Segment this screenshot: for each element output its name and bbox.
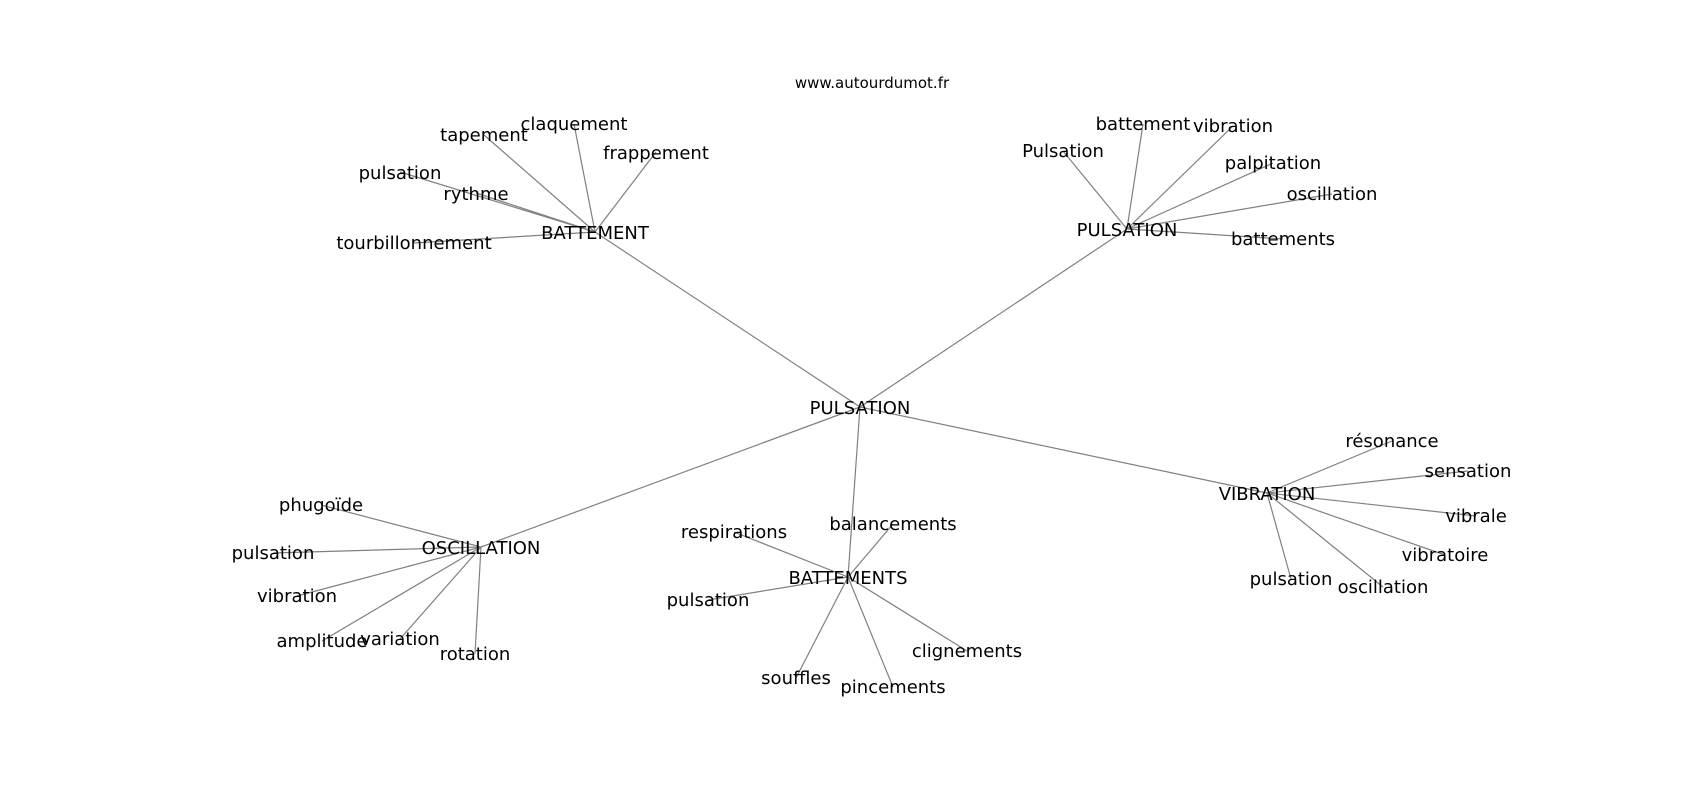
node-leaf[interactable]: souffles <box>761 668 831 689</box>
edge-center-to-cluster <box>859 406 1268 494</box>
node-cluster[interactable]: BATTEMENTS <box>788 568 907 589</box>
node-cluster[interactable]: BATTEMENT <box>541 223 650 244</box>
node-leaf[interactable]: vibrale <box>1445 506 1507 527</box>
edge-cluster-to-leaf <box>483 134 596 233</box>
node-leaf[interactable]: frappement <box>603 143 709 164</box>
edge-cluster-to-leaf <box>1266 440 1393 494</box>
node-leaf[interactable]: battement <box>1096 114 1191 135</box>
edge-center-to-cluster <box>480 406 861 548</box>
node-leaf[interactable]: pulsation <box>667 590 750 611</box>
edge-cluster-to-leaf <box>847 523 894 578</box>
edge-cluster-to-leaf <box>1126 162 1274 230</box>
node-leaf[interactable]: tapement <box>440 125 528 146</box>
edge-cluster-to-leaf <box>733 531 849 578</box>
edge-cluster-to-leaf <box>296 546 482 597</box>
node-center[interactable]: PULSATION <box>810 398 911 419</box>
node-leaf[interactable]: oscillation <box>1338 577 1429 598</box>
node-leaf[interactable]: rotation <box>440 644 511 665</box>
node-leaf[interactable]: tourbillonnement <box>336 233 491 254</box>
node-leaf[interactable]: rythme <box>443 184 508 205</box>
edge-center-to-cluster <box>859 228 1128 408</box>
edge-cluster-to-leaf <box>707 576 849 601</box>
node-leaf[interactable]: résonance <box>1345 431 1438 452</box>
edge-center-to-cluster <box>594 231 861 408</box>
node-leaf[interactable]: Pulsation <box>1022 141 1104 162</box>
node-leaf[interactable]: amplitude <box>277 631 368 652</box>
edge-cluster-to-leaf <box>847 576 968 652</box>
node-leaf[interactable]: oscillation <box>1287 184 1378 205</box>
edge-cluster-to-leaf <box>320 504 482 548</box>
node-leaf[interactable]: vibration <box>257 586 337 607</box>
node-leaf[interactable]: battements <box>1231 229 1335 250</box>
edge-cluster-to-leaf <box>272 546 482 554</box>
graph-edges <box>272 123 1477 688</box>
edge-cluster-to-leaf <box>399 546 482 640</box>
edge-center-to-cluster <box>847 406 861 578</box>
edge-cluster-to-leaf <box>413 231 596 244</box>
node-leaf[interactable]: palpitation <box>1225 153 1321 174</box>
node-leaf[interactable]: pulsation <box>359 163 442 184</box>
edge-cluster-to-leaf <box>1126 228 1284 240</box>
edge-cluster-to-leaf <box>1266 492 1292 580</box>
node-leaf[interactable]: pulsation <box>232 543 315 564</box>
node-cluster[interactable]: PULSATION <box>1077 220 1178 241</box>
node-leaf[interactable]: clignements <box>912 641 1022 662</box>
edge-cluster-to-leaf <box>1266 492 1477 517</box>
edge-cluster-to-leaf <box>475 192 596 233</box>
node-leaf[interactable]: respirations <box>681 522 787 543</box>
node-cluster[interactable]: VIBRATION <box>1219 484 1316 505</box>
edge-cluster-to-leaf <box>1126 123 1144 230</box>
node-leaf[interactable]: phugoïde <box>279 495 363 516</box>
edge-cluster-to-leaf <box>1126 125 1234 230</box>
edge-cluster-to-leaf <box>399 171 596 233</box>
node-leaf[interactable]: sensation <box>1425 461 1512 482</box>
node-leaf[interactable]: claquement <box>521 114 628 135</box>
edge-cluster-to-leaf <box>795 576 849 679</box>
edge-cluster-to-leaf <box>1266 492 1384 588</box>
edge-cluster-to-leaf <box>573 123 596 233</box>
site-url[interactable]: www.autourdumot.fr <box>795 74 950 92</box>
node-cluster[interactable]: OSCILLATION <box>422 538 541 559</box>
edge-cluster-to-leaf <box>1266 470 1469 494</box>
node-leaf[interactable]: pulsation <box>1250 569 1333 590</box>
node-leaf[interactable]: vibratoire <box>1402 545 1489 566</box>
node-leaf[interactable]: pincements <box>840 677 945 698</box>
node-leaf[interactable]: variation <box>360 629 440 650</box>
edge-cluster-to-leaf <box>321 546 482 642</box>
node-leaf[interactable]: balancements <box>829 514 956 535</box>
edge-cluster-to-leaf <box>474 546 482 655</box>
edge-cluster-to-leaf <box>1062 150 1128 230</box>
edge-cluster-to-leaf <box>1266 492 1446 556</box>
edge-cluster-to-leaf <box>594 151 657 233</box>
edge-cluster-to-leaf <box>847 576 894 688</box>
node-leaf[interactable]: vibration <box>1193 116 1273 137</box>
edge-cluster-to-leaf <box>1126 193 1333 230</box>
